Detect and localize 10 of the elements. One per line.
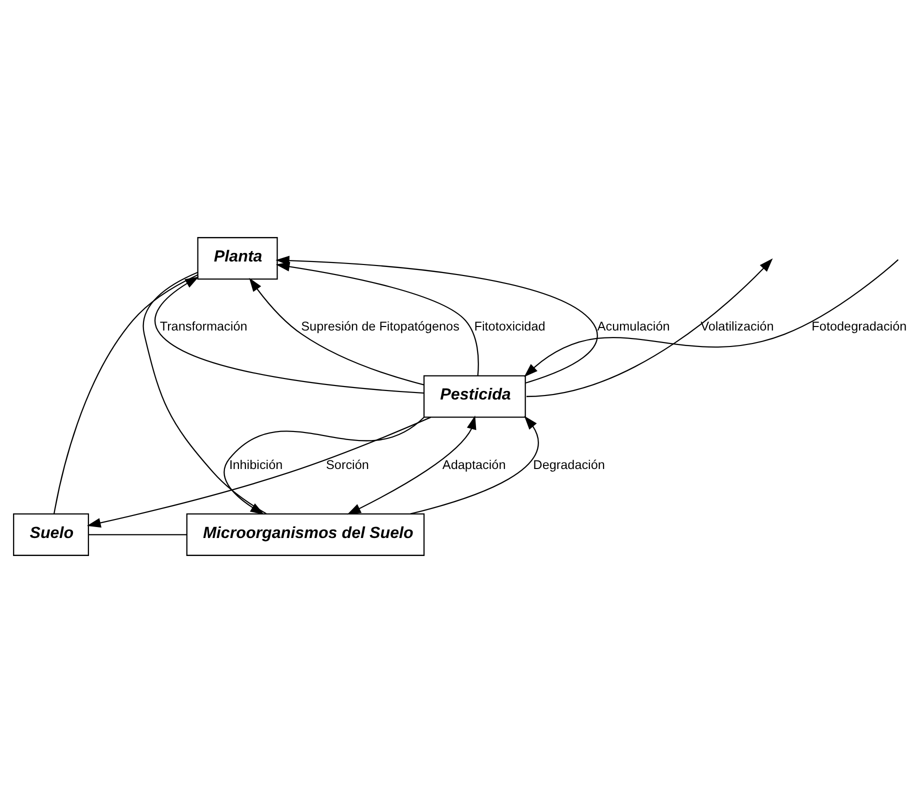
edge-label: Acumulación xyxy=(596,320,670,334)
edge-label: Supresión de Fitopatógenos xyxy=(300,320,459,334)
edge-label: Fitotoxicidad xyxy=(474,320,545,334)
edge-label: Degradación xyxy=(532,458,604,472)
edge-label: Volatilización xyxy=(700,320,774,334)
edge-label: Adaptación xyxy=(442,458,506,472)
edge-label: Fotodegradación xyxy=(811,320,906,334)
edge-label: Sorción xyxy=(326,458,368,472)
edge-label: Transformación xyxy=(159,320,247,334)
edge-label: Inhibición xyxy=(228,458,282,472)
